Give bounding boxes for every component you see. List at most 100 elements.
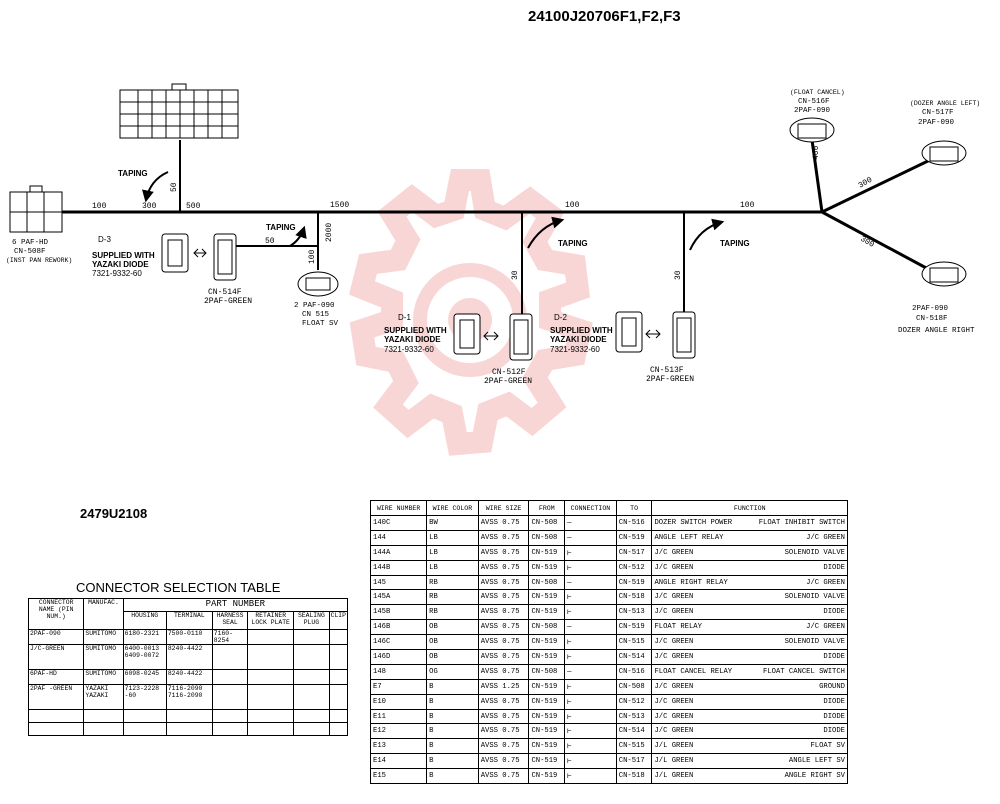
part-number-label: 2479U2108 (80, 506, 147, 521)
table-cell: 8240-4422 (165, 644, 213, 670)
connector-table-title: CONNECTOR SELECTION TABLE (76, 580, 281, 595)
table-cell (328, 669, 349, 685)
function-to: J/C GREEN (806, 533, 845, 542)
table-cell: B (426, 708, 479, 725)
column-header: CONNECTOR NAME (PIN NUM.) (27, 598, 85, 630)
function-to: DIODE (823, 652, 845, 661)
main-harness (62, 139, 931, 314)
cn-513-name: CN-513F (650, 366, 684, 375)
column-header: CLIP (328, 611, 349, 630)
table-cell (293, 722, 330, 736)
table-cell: ⊢ (564, 544, 617, 561)
function-from: J/L GREEN (654, 757, 694, 766)
table-cell: AVSS 0.75 (477, 589, 530, 606)
taping-label: TAPING (118, 169, 148, 178)
function-to: DIODE (823, 563, 845, 572)
column-header: TO (615, 500, 653, 516)
table-cell: AVSS 0.75 (477, 753, 530, 770)
table-cell: E12 (369, 723, 428, 740)
table-cell: LB (426, 529, 479, 546)
diode-d3-line1: SUPPLIED WITH (92, 251, 155, 260)
table-cell (247, 669, 295, 685)
function-to: J/C GREEN (806, 578, 845, 587)
table-cell (247, 629, 295, 645)
diode-d3-line3: 7321-9332-60 (92, 269, 142, 278)
table-cell: — (564, 619, 617, 636)
table-cell: SUMITOMO (83, 669, 124, 685)
function-from: J/C GREEN (654, 563, 694, 572)
table-cell (293, 629, 330, 645)
table-cell: LB (426, 544, 479, 561)
table-cell: CN-512 (615, 693, 653, 710)
cn-517-function: (DOZER ANGLE LEFT) (910, 100, 980, 107)
length-label: 30 (674, 270, 683, 280)
cn-514-type: 2PAF-GREEN (204, 297, 252, 306)
cn-515-type: 2 PAF-090 (294, 302, 335, 310)
connector-selection-table: CONNECTOR NAME (PIN NUM.) MANUFAC. PART … (27, 597, 349, 736)
table-cell: 6PAF-HD (27, 669, 85, 685)
table-cell: CN-519 (528, 753, 566, 770)
function-from: J/C GREEN (654, 608, 694, 617)
table-cell: AVSS 1.25 (477, 678, 530, 695)
diode-d1-line2: YAZAKI DIODE (384, 335, 441, 344)
table-cell: CN-519 (528, 738, 566, 755)
length-label: 300 (142, 202, 157, 211)
table-cell: CN-519 (528, 723, 566, 740)
column-header: WIRE COLOR (426, 500, 479, 516)
cn-512-connector (509, 313, 533, 361)
taping-label: TAPING (266, 223, 296, 232)
table-cell: 6180-2321 (122, 629, 167, 645)
taping-label: TAPING (558, 239, 588, 248)
table-cell: AVSS 0.75 (477, 708, 530, 725)
table-cell: 144 (369, 529, 428, 546)
length-label: 100 (308, 249, 317, 264)
wire-table: WIRE NUMBER WIRE COLOR WIRE SIZE FROM CO… (369, 500, 848, 785)
table-cell: 144B (369, 559, 428, 576)
cn-518-connector (921, 261, 967, 287)
function-from: J/C GREEN (654, 638, 694, 647)
length-label: 50 (170, 182, 179, 192)
cn-513-type: 2PAF-GREEN (646, 375, 694, 384)
table-cell: B (426, 723, 479, 740)
table-cell: 6400-0013 6409-0072 (122, 644, 167, 670)
table-cell: B (426, 678, 479, 695)
function-to: J/C GREEN (806, 623, 845, 632)
table-row (27, 722, 349, 736)
table-cell: CN-519 (528, 678, 566, 695)
function-from: J/C GREEN (654, 727, 694, 736)
table-cell (165, 722, 213, 736)
table-cell: CN-519 (615, 574, 653, 591)
diode-d2-line1: SUPPLIED WITH (550, 326, 613, 335)
table-cell: AVSS 0.75 (477, 663, 530, 680)
length-label: 100 (740, 201, 755, 210)
function-from: J/L GREEN (654, 772, 694, 781)
cn-513-connector (672, 311, 696, 359)
table-cell: ⊢ (564, 589, 617, 606)
table-cell (211, 722, 249, 736)
table-cell (211, 669, 249, 685)
column-header: HARNESS SEAL (211, 611, 249, 630)
table-cell: LB (426, 559, 479, 576)
cn-518-name: CN-518F (916, 315, 948, 323)
table-cell: CN-508 (528, 619, 566, 636)
table-cell: 144A (369, 544, 428, 561)
diode-d1-line3: 7321-9332-60 (384, 345, 434, 354)
table-cell: E15 (369, 768, 428, 785)
cn-508-connector (9, 185, 63, 233)
table-cell: AVSS 0.75 (477, 738, 530, 755)
function-from: FLOAT RELAY (654, 623, 702, 632)
table-cell: AVSS 0.75 (477, 529, 530, 546)
function-from: J/L GREEN (654, 742, 694, 751)
